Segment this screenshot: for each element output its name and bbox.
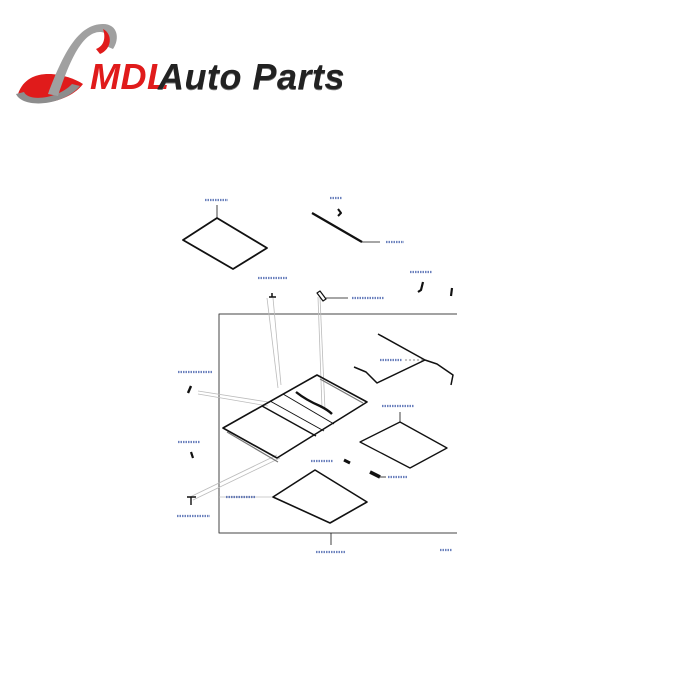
motor-part bbox=[369, 470, 381, 479]
diagram-frame bbox=[218, 313, 457, 534]
leader-lines bbox=[189, 296, 326, 501]
sunroof-frame-assembly bbox=[222, 374, 368, 463]
clip-part bbox=[449, 287, 454, 297]
part-callout-labels bbox=[177, 196, 452, 554]
swoosh-logo-icon bbox=[16, 24, 117, 104]
brand-logo: MDL Auto Parts bbox=[8, 14, 358, 124]
logo-brand-text: MDL bbox=[90, 56, 170, 97]
sunshade-panel-part bbox=[359, 421, 448, 469]
drive-cable-part bbox=[353, 333, 454, 386]
clip-part bbox=[189, 451, 195, 459]
bracket-part bbox=[316, 290, 327, 302]
clip-part bbox=[269, 293, 276, 298]
logo-tagline-text: Auto Parts bbox=[158, 56, 346, 97]
deflector-panel-part bbox=[272, 469, 368, 524]
glass-panel-part bbox=[182, 217, 268, 270]
seal-strip-part bbox=[311, 212, 363, 243]
screw-part bbox=[187, 496, 196, 505]
motor-part bbox=[343, 458, 351, 465]
clip-part bbox=[186, 385, 193, 394]
clip-part bbox=[417, 281, 425, 293]
